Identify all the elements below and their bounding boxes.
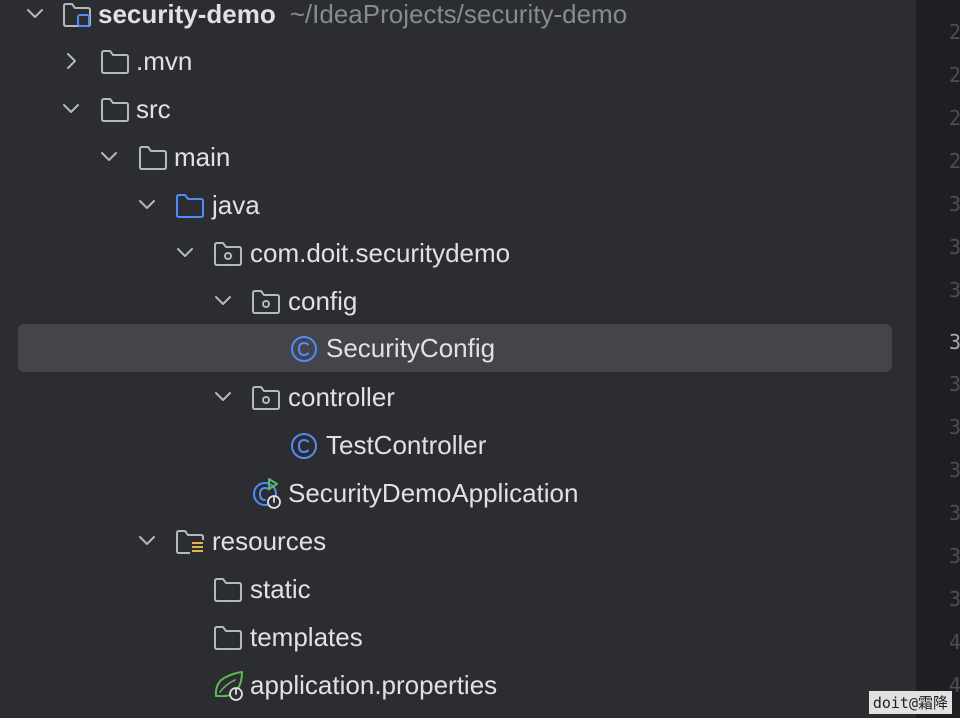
project-tree: security-demo ~/IdeaProjects/security-dem… — [0, 0, 916, 709]
tree-label: .mvn — [136, 46, 193, 76]
line-number: 3 — [949, 544, 960, 568]
chevron-down-icon[interactable] — [212, 386, 234, 408]
line-number: 3 — [949, 192, 960, 216]
chevron-down-icon[interactable] — [174, 242, 196, 264]
tree-row-src[interactable]: src — [0, 85, 916, 133]
project-folder-icon — [63, 3, 91, 27]
tree-label: src — [136, 94, 171, 124]
tree-label: config — [288, 286, 358, 316]
line-number: 3 — [949, 501, 960, 525]
folder-icon — [101, 50, 129, 74]
tree-row-test-controller[interactable]: TestController — [0, 421, 916, 469]
tree-label: com.doit.securitydemo — [250, 238, 511, 268]
chevron-down-icon[interactable] — [136, 530, 158, 552]
selection-highlight — [18, 324, 892, 372]
line-number: 4 — [949, 630, 960, 654]
tree-label: SecurityDemoApplication — [288, 478, 579, 508]
tree-row-application-properties[interactable]: application.properties — [0, 661, 916, 709]
tree-row-mvn[interactable]: .mvn — [0, 37, 916, 85]
tree-label: templates — [250, 622, 363, 652]
chevron-down-icon[interactable] — [98, 146, 120, 168]
tree-row-controller[interactable]: controller — [0, 373, 916, 421]
line-number: 3 — [949, 458, 960, 482]
chevron-right-icon[interactable] — [60, 50, 82, 72]
line-number: 2 — [949, 149, 960, 173]
folder-icon — [214, 626, 242, 650]
package-icon — [252, 386, 280, 410]
tree-row-project-root[interactable]: security-demo ~/IdeaProjects/security-dem… — [0, 0, 916, 38]
tree-label: application.properties — [250, 670, 498, 700]
line-number: 2 — [949, 20, 960, 44]
package-icon — [252, 290, 280, 314]
resources-folder-icon — [176, 530, 204, 555]
tree-row-config[interactable]: config — [0, 277, 916, 325]
tree-row-security-demo-application[interactable]: SecurityDemoApplication — [0, 469, 916, 517]
chevron-down-icon[interactable] — [24, 3, 46, 25]
class-icon — [291, 433, 317, 459]
tree-label: resources — [212, 526, 327, 556]
tree-label: java — [212, 190, 260, 220]
tree-label: main — [174, 142, 231, 172]
chevron-down-icon[interactable] — [136, 194, 158, 216]
chevron-down-icon[interactable] — [212, 290, 234, 312]
line-number: 2 — [949, 63, 960, 87]
spring-boot-app-icon — [253, 478, 281, 509]
line-number-current: 3 — [949, 330, 960, 354]
project-name-text: security-demo — [98, 0, 276, 29]
tree-row-java[interactable]: java — [0, 181, 916, 229]
line-number: 3 — [949, 372, 960, 396]
class-icon — [291, 336, 317, 362]
tree-row-main[interactable]: main — [0, 133, 916, 181]
tree-label: static — [250, 574, 311, 604]
folder-icon — [101, 98, 129, 122]
folder-icon — [139, 146, 167, 170]
package-icon — [214, 242, 242, 266]
tree-row-package-root[interactable]: com.doit.securitydemo — [0, 229, 916, 277]
tree-row-resources[interactable]: resources — [0, 517, 916, 565]
project-path: ~/IdeaProjects/security-demo — [289, 0, 628, 29]
line-number: 4 — [949, 673, 960, 697]
spring-properties-icon — [214, 671, 243, 701]
line-number: 2 — [949, 106, 960, 130]
tree-row-security-config[interactable]: SecurityConfig — [0, 324, 916, 372]
folder-icon — [214, 578, 242, 602]
tree-row-templates[interactable]: templates — [0, 613, 916, 661]
editor-gutter: 2 2 2 2 3 3 3 3 3 3 3 3 3 3 4 4 — [916, 0, 960, 718]
line-number: 3 — [949, 587, 960, 611]
tree-label: TestController — [326, 430, 487, 460]
line-number: 3 — [949, 415, 960, 439]
chevron-down-icon[interactable] — [60, 98, 82, 120]
project-name: security-demo ~/IdeaProjects/security-dem… — [98, 0, 627, 29]
tree-label: controller — [288, 382, 395, 412]
tree-row-static[interactable]: static — [0, 565, 916, 613]
tree-label: SecurityConfig — [326, 333, 496, 363]
line-number: 3 — [949, 278, 960, 302]
line-number: 3 — [949, 235, 960, 259]
watermark: doit@霜降 — [868, 691, 952, 714]
source-root-folder-icon — [176, 194, 204, 218]
